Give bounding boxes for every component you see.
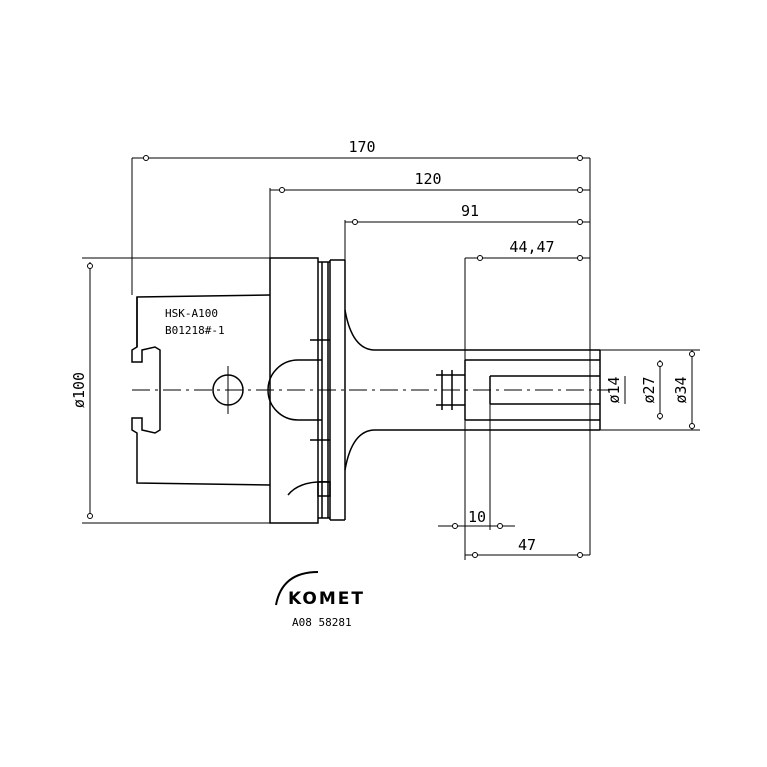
komet-logo: KOMET bbox=[288, 589, 365, 609]
dimension-lines bbox=[89, 157, 693, 556]
dim-dia-34: ø34 bbox=[672, 376, 690, 403]
part-number: A08 58281 bbox=[292, 616, 352, 629]
bore-marker bbox=[212, 366, 244, 414]
extension-lines bbox=[82, 158, 700, 560]
dim-170: 170 bbox=[348, 138, 375, 156]
dim-dia-100: ø100 bbox=[70, 372, 88, 408]
dim-47: 47 bbox=[518, 536, 536, 554]
logo-swoosh bbox=[275, 571, 319, 606]
dim-120: 120 bbox=[414, 170, 441, 188]
dimension-dots bbox=[87, 155, 695, 558]
body-label-hsk: HSK-A100 bbox=[165, 307, 218, 320]
hsk-taper bbox=[131, 294, 271, 486]
body-label-code: B01218#-1 bbox=[165, 324, 225, 337]
dim-91: 91 bbox=[461, 202, 479, 220]
dim-dia-14: ø14 bbox=[605, 376, 623, 403]
shank bbox=[344, 309, 601, 471]
flange bbox=[267, 257, 346, 524]
dim-44-47: 44,47 bbox=[509, 238, 554, 256]
dim-10: 10 bbox=[468, 508, 486, 526]
dim-dia-27: ø27 bbox=[640, 376, 658, 403]
